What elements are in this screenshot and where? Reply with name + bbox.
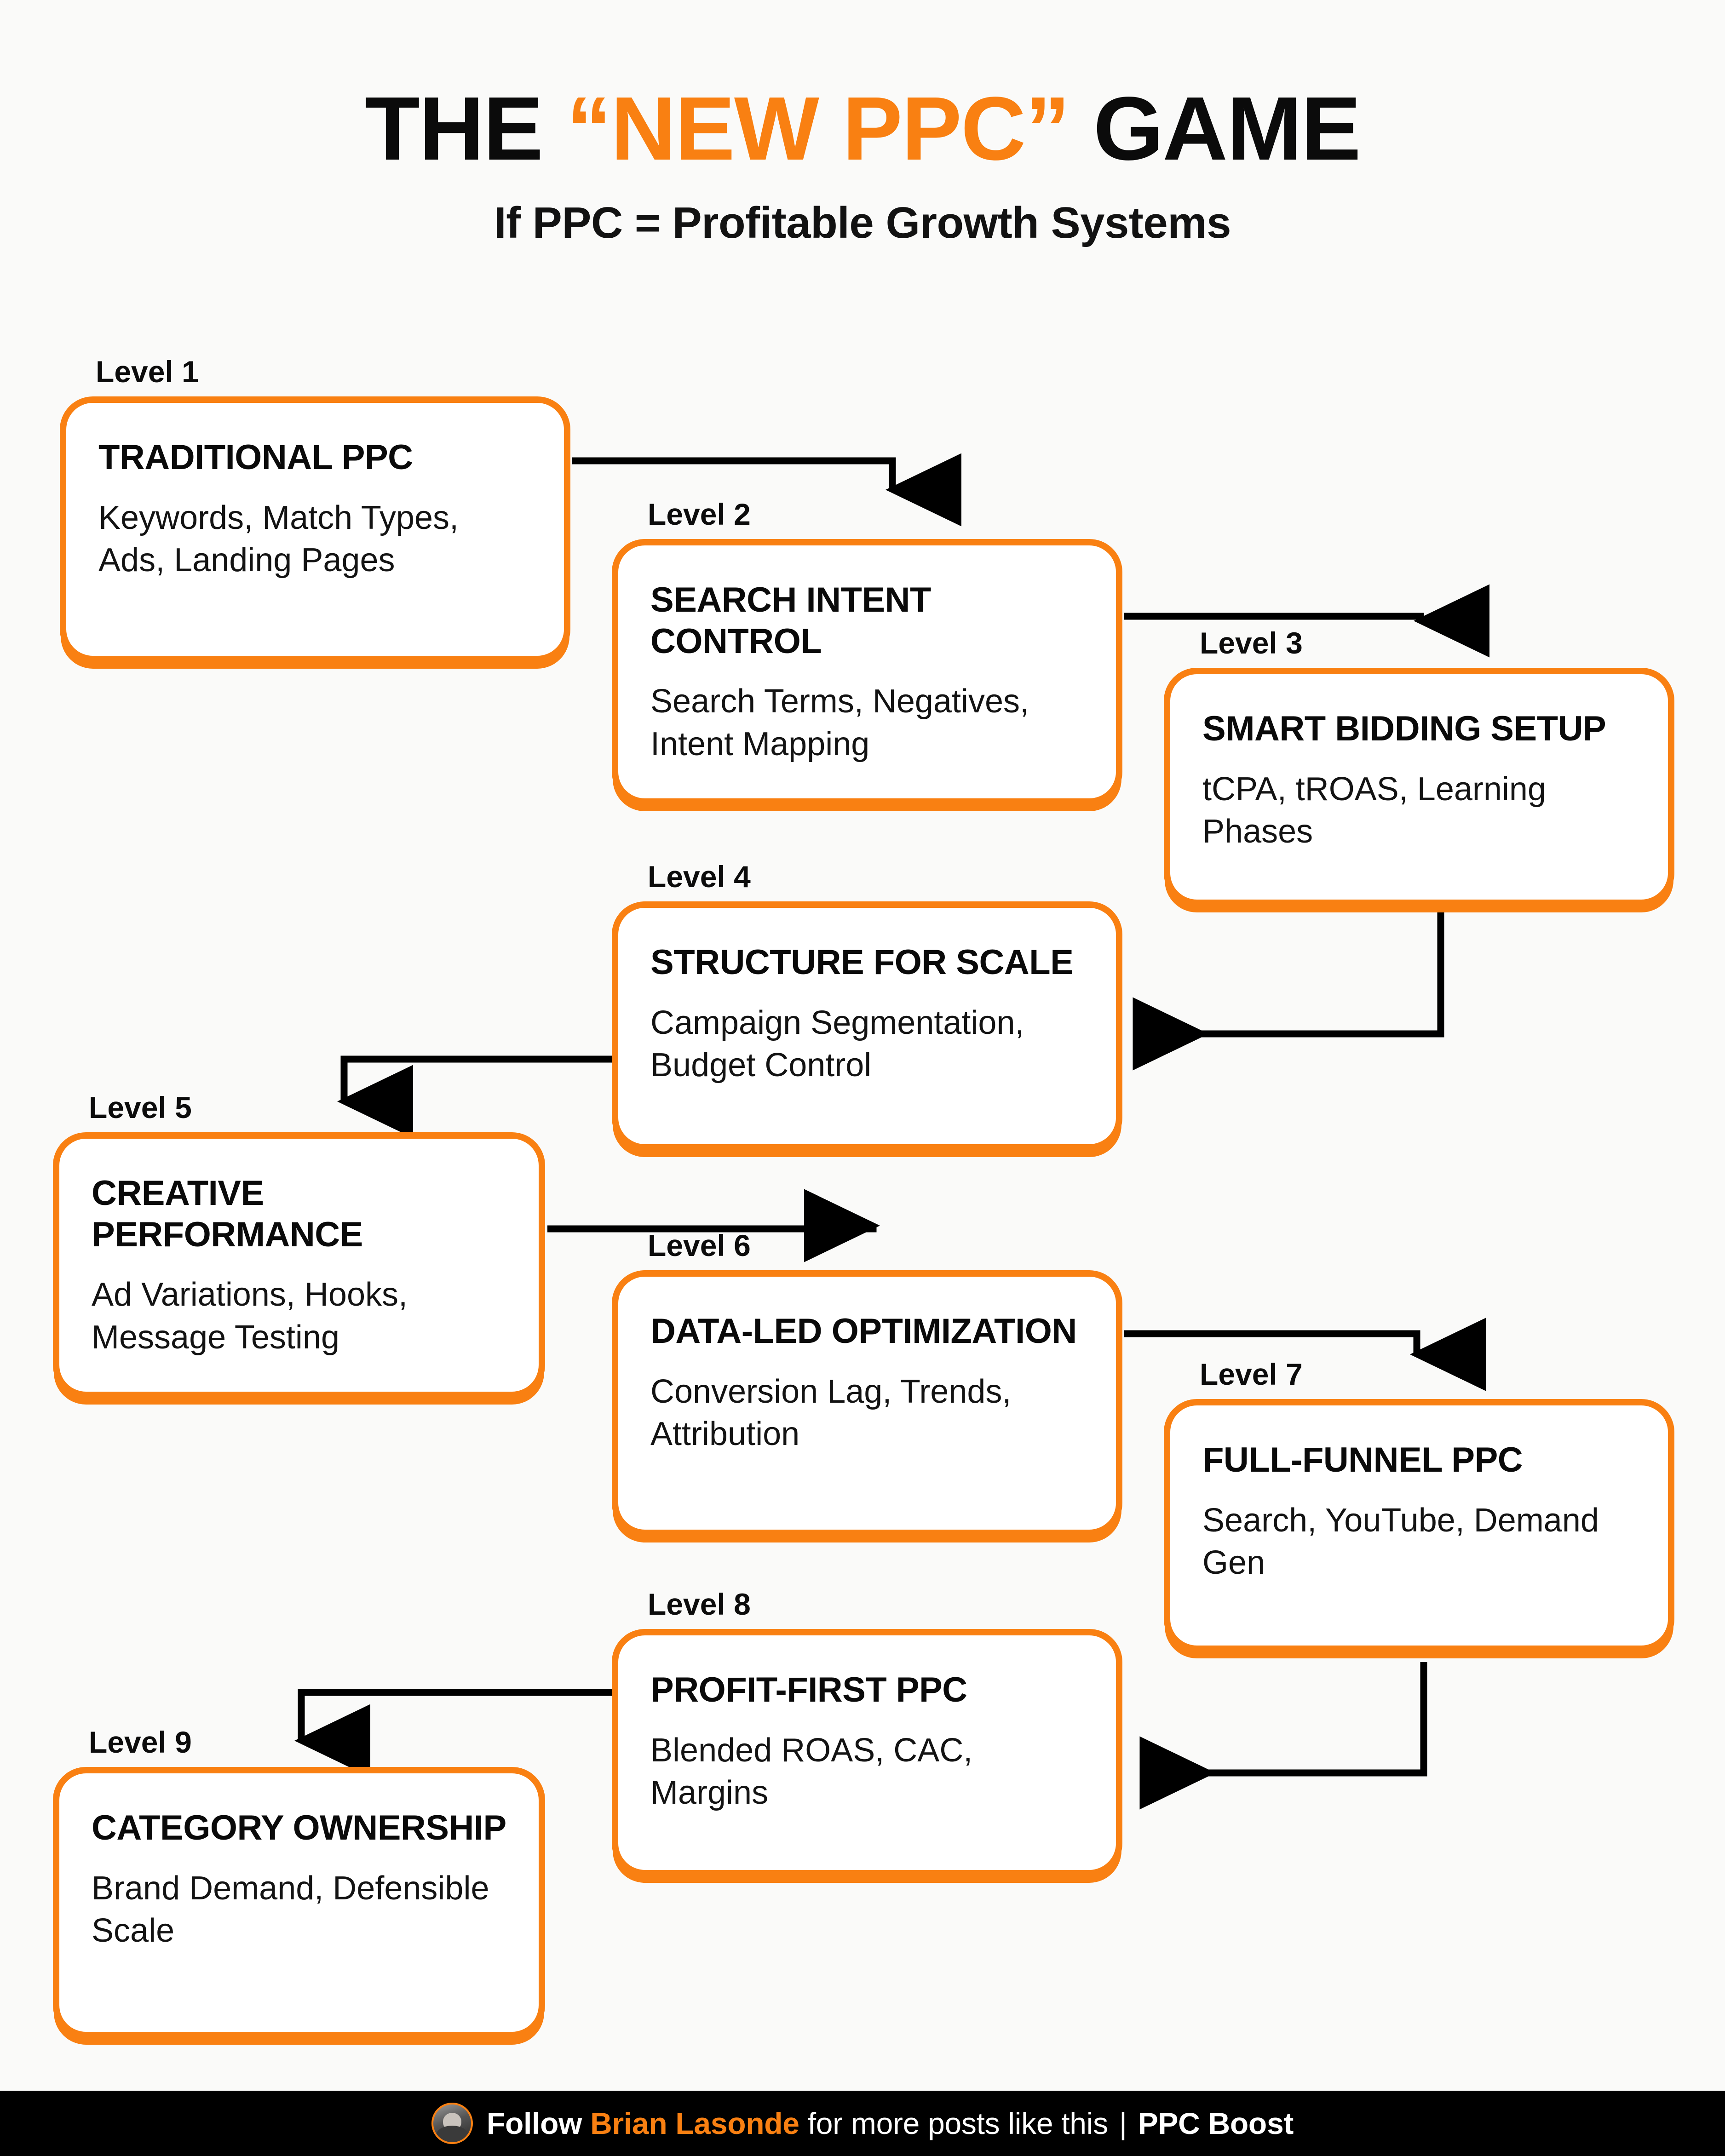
page-subtitle: If PPC = Profitable Growth Systems: [494, 198, 1231, 247]
level-title-5: CREATIVE PERFORMANCE: [92, 1174, 363, 1254]
profile-photo-icon: [431, 2103, 473, 2144]
level-label-4: Level 4: [648, 860, 751, 894]
level-label-1: Level 1: [96, 355, 199, 389]
level-description-8: Blended ROAS, CAC, Margins: [650, 1732, 973, 1811]
level-node-6[interactable]: Level 6 DATA-LED OPTIMIZATION Conversion…: [612, 1228, 1122, 1536]
level-node-3[interactable]: Level 3 SMART BIDDING SETUP tCPA, tROAS,…: [1164, 626, 1674, 906]
level-title-7: FULL-FUNNEL PPC: [1202, 1440, 1523, 1479]
footer-tail-text: for more posts like this: [799, 2106, 1108, 2140]
level-node-5[interactable]: Level 5 CREATIVE PERFORMANCE Ad Variatio…: [53, 1090, 545, 1398]
level-card-2[interactable]: SEARCH INTENT CONTROL Search Terms, Nega…: [612, 539, 1122, 805]
connector-l1-l2: [572, 453, 961, 527]
level-description-2: Search Terms, Negatives, Intent Mapping: [650, 683, 1029, 763]
footer-separator: |: [1110, 2106, 1135, 2140]
level-card-4[interactable]: STRUCTURE FOR SCALE Campaign Segmentatio…: [612, 901, 1122, 1151]
connector-l3-l4: [1133, 908, 1444, 1071]
level-description-6: Conversion Lag, Trends, Attribution: [650, 1373, 1012, 1452]
level-label-5: Level 5: [89, 1090, 192, 1124]
level-label-7: Level 7: [1200, 1357, 1303, 1391]
page-title-pre: THE: [365, 78, 567, 179]
level-card-7[interactable]: FULL-FUNNEL PPC Search, YouTube, Demand …: [1164, 1399, 1674, 1652]
connector-l6-l7: [1124, 1318, 1486, 1391]
level-label-6: Level 6: [648, 1228, 751, 1262]
level-title-9: CATEGORY OWNERSHIP: [92, 1808, 506, 1847]
level-description-9: Brand Demand, Defensible Scale: [92, 1869, 489, 1949]
page-title-post: GAME: [1069, 78, 1361, 179]
level-node-2[interactable]: Level 2 SEARCH INTENT CONTROL Search Ter…: [612, 497, 1122, 805]
connector-l7-l8: [1139, 1662, 1427, 1810]
footer-author-name[interactable]: Brian Lasonde: [590, 2106, 799, 2140]
level-label-9: Level 9: [89, 1725, 192, 1759]
level-description-1: Keywords, Match Types, Ads, Landing Page…: [98, 499, 459, 579]
level-card-6[interactable]: DATA-LED OPTIMIZATION Conversion Lag, Tr…: [612, 1270, 1122, 1536]
connector-l8-l9: [294, 1689, 614, 1778]
footer-credit: Follow Brian Lasonde for more posts like…: [487, 2106, 1294, 2141]
footer-bar: Follow Brian Lasonde for more posts like…: [0, 2091, 1725, 2156]
connector-l2-l3: [1124, 584, 1489, 658]
page-title: THE “NEW PPC” GAME: [0, 84, 1725, 174]
level-node-7[interactable]: Level 7 FULL-FUNNEL PPC Search, YouTube,…: [1164, 1357, 1674, 1652]
level-description-4: Campaign Segmentation, Budget Control: [650, 1004, 1024, 1084]
footer-brand: PPC Boost: [1138, 2106, 1294, 2140]
level-node-1[interactable]: Level 1 TRADITIONAL PPC Keywords, Match …: [60, 355, 570, 662]
level-description-7: Search, YouTube, Demand Gen: [1202, 1502, 1599, 1581]
footer-follow-label: Follow: [486, 2106, 591, 2140]
level-node-4[interactable]: Level 4 STRUCTURE FOR SCALE Campaign Seg…: [612, 860, 1122, 1151]
level-card-8[interactable]: PROFIT-FIRST PPC Blended ROAS, CAC, Marg…: [612, 1629, 1122, 1876]
level-label-3: Level 3: [1200, 626, 1303, 660]
level-title-1: TRADITIONAL PPC: [98, 438, 413, 477]
level-title-6: DATA-LED OPTIMIZATION: [650, 1312, 1077, 1351]
level-description-3: tCPA, tROAS, Learning Phases: [1202, 770, 1546, 850]
level-card-3[interactable]: SMART BIDDING SETUP tCPA, tROAS, Learnin…: [1164, 668, 1674, 906]
level-title-2: SEARCH INTENT CONTROL: [650, 580, 931, 661]
level-node-9[interactable]: Level 9 CATEGORY OWNERSHIP Brand Demand,…: [53, 1725, 545, 2038]
level-card-5[interactable]: CREATIVE PERFORMANCE Ad Variations, Hook…: [53, 1132, 545, 1398]
page-title-highlight: “NEW PPC”: [566, 78, 1070, 179]
level-title-4: STRUCTURE FOR SCALE: [650, 943, 1074, 982]
header: THE “NEW PPC” GAME If PPC = Profitable G…: [0, 0, 1725, 248]
level-card-1[interactable]: TRADITIONAL PPC Keywords, Match Types, A…: [60, 396, 570, 662]
level-label-8: Level 8: [648, 1587, 751, 1621]
level-label-2: Level 2: [648, 497, 751, 531]
level-title-3: SMART BIDDING SETUP: [1202, 709, 1606, 748]
level-description-5: Ad Variations, Hooks, Message Testing: [92, 1276, 408, 1356]
connector-l4-l5: [337, 1055, 613, 1138]
level-node-8[interactable]: Level 8 PROFIT-FIRST PPC Blended ROAS, C…: [612, 1587, 1122, 1876]
level-title-8: PROFIT-FIRST PPC: [650, 1670, 967, 1709]
level-card-9[interactable]: CATEGORY OWNERSHIP Brand Demand, Defensi…: [53, 1767, 545, 2038]
